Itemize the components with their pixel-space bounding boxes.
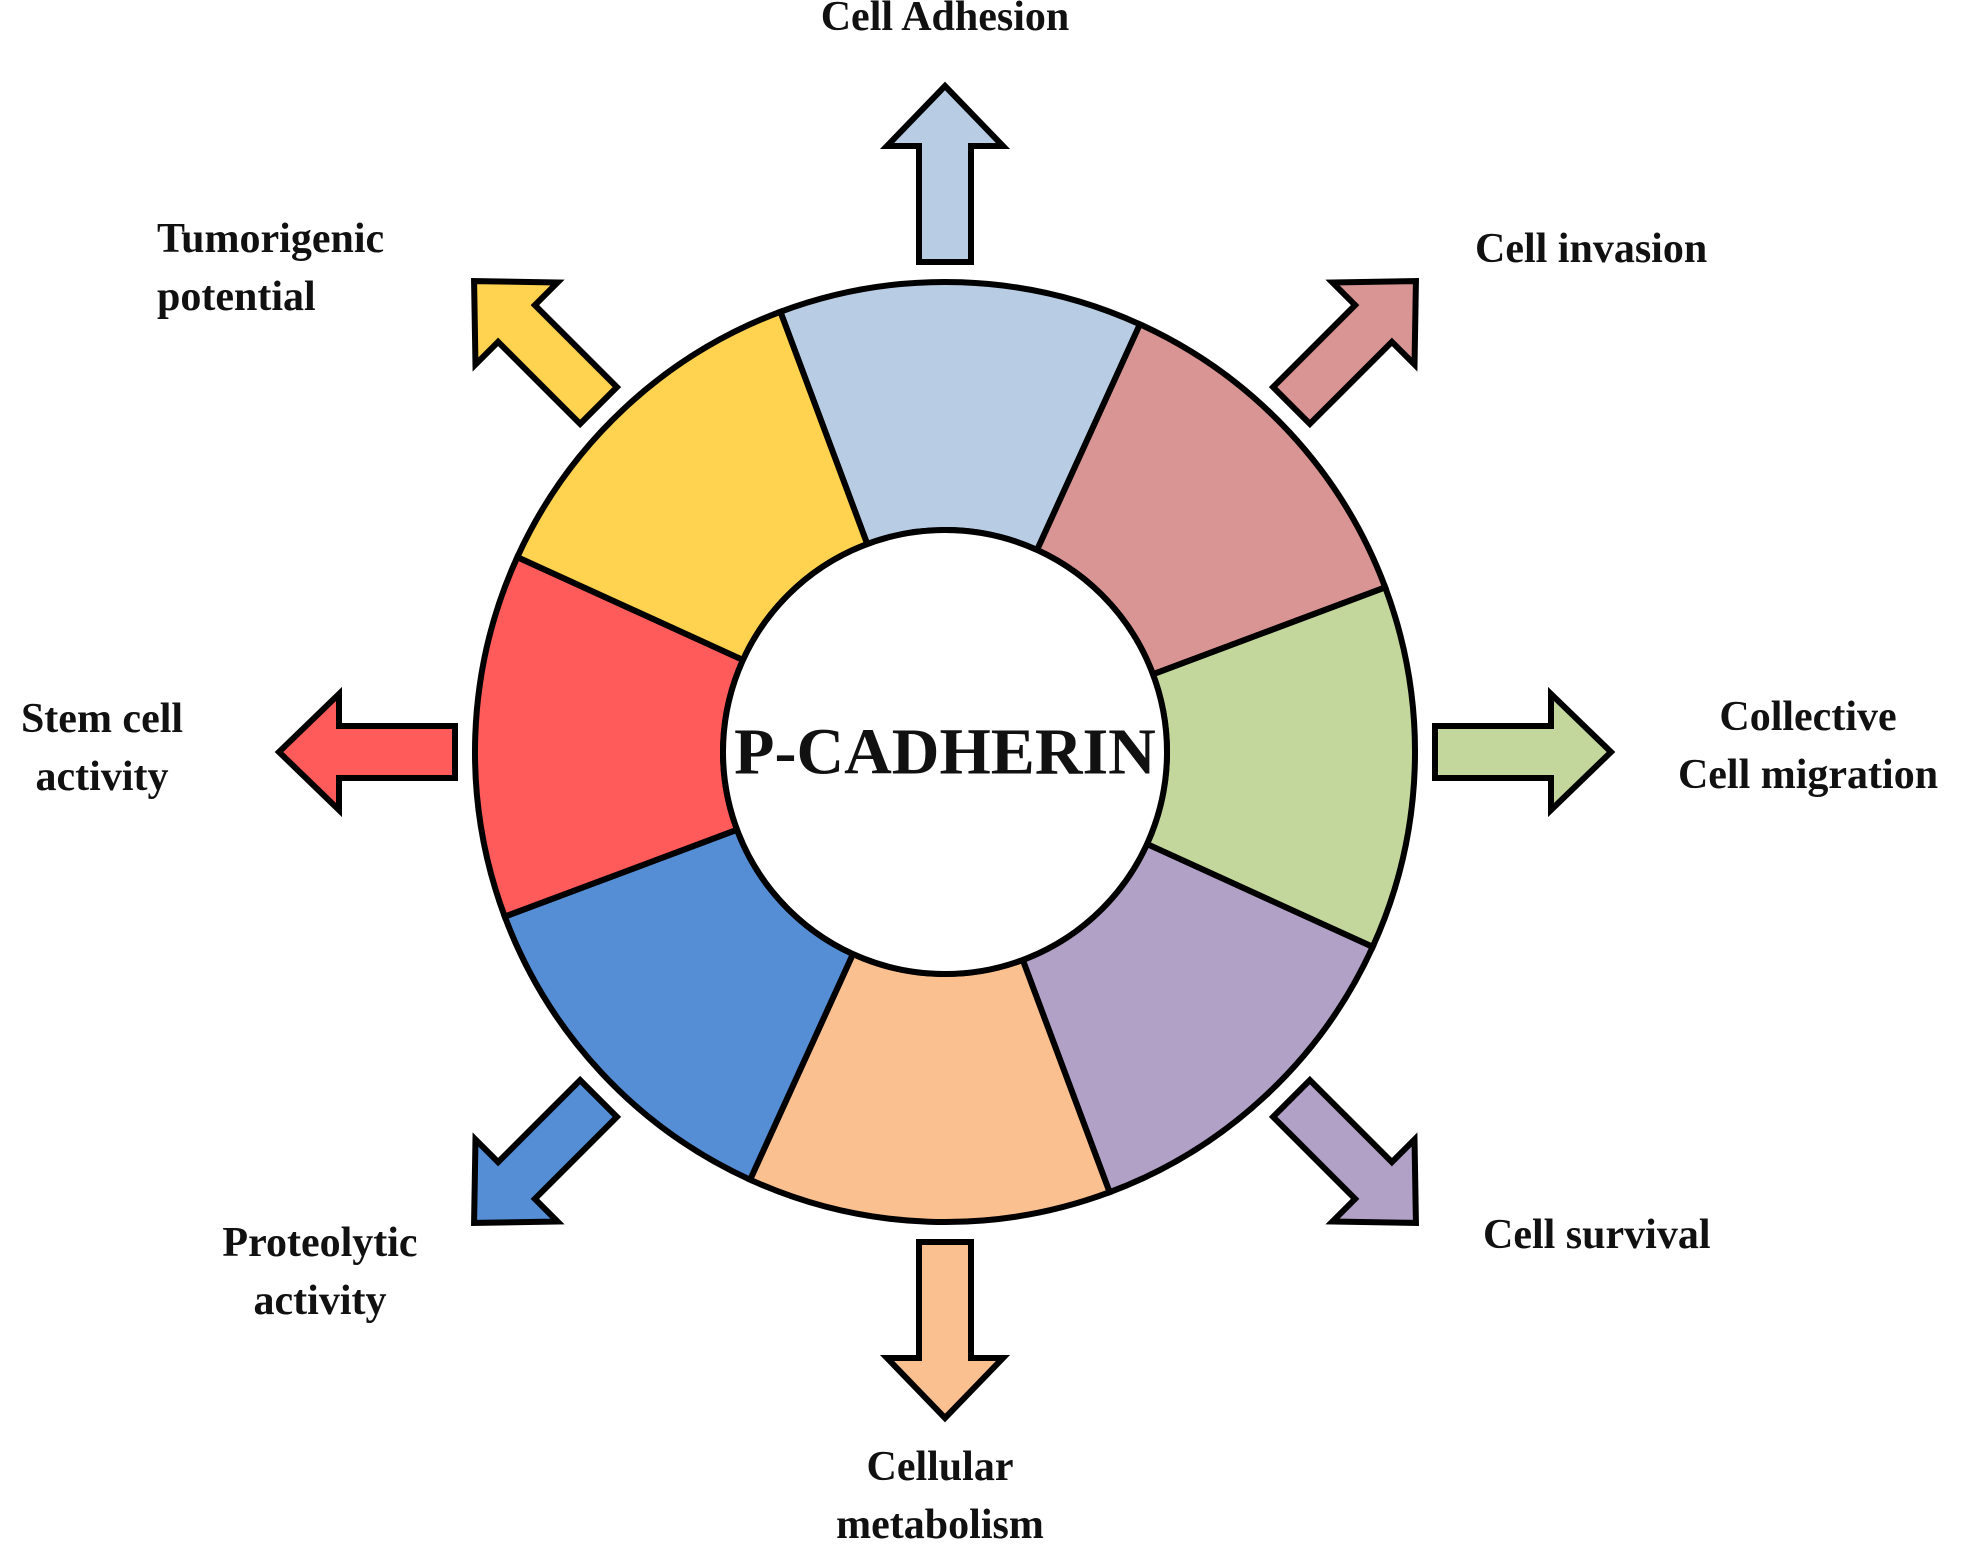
label-line: Cell invasion bbox=[1475, 226, 1707, 272]
label-cell-adhesion: Cell Adhesion bbox=[821, 0, 1070, 40]
label-cell-survival: Cell survival bbox=[1483, 1212, 1711, 1258]
arrow-collective-cell-migration bbox=[1432, 686, 1616, 818]
label-line: Cell Adhesion bbox=[821, 0, 1070, 40]
arrow-stem-cell-activity bbox=[274, 686, 458, 818]
function-arrows bbox=[274, 81, 1616, 1423]
center-label: P-CADHERIN bbox=[734, 716, 1156, 789]
arrow-cell-adhesion bbox=[879, 81, 1011, 265]
label-line: potential bbox=[157, 274, 316, 320]
label-line: activity bbox=[36, 754, 169, 800]
label-line: Cell migration bbox=[1678, 752, 1938, 798]
center-circle bbox=[720, 527, 1170, 977]
label-line: Proteolytic bbox=[222, 1220, 417, 1266]
arrow-proteolytic-activity bbox=[471, 1075, 622, 1226]
label-line: Stem cell bbox=[21, 696, 183, 742]
arrow-cell-survival bbox=[1268, 1075, 1419, 1226]
label-line: metabolism bbox=[836, 1502, 1044, 1548]
label-cell-invasion: Cell invasion bbox=[1475, 226, 1707, 272]
label-stem-cell-activity: Stem cell activity bbox=[21, 696, 183, 800]
label-cellular-metabolism: Cellular metabolism bbox=[836, 1444, 1044, 1548]
arrow-tumorigenic-potential bbox=[471, 278, 622, 429]
label-line: Tumorigenic bbox=[157, 216, 384, 262]
label-line: Collective bbox=[1719, 694, 1896, 740]
label-line: Cellular bbox=[867, 1444, 1014, 1490]
label-line: activity bbox=[254, 1278, 387, 1324]
arrow-cell-invasion bbox=[1268, 278, 1419, 429]
label-line: Cell survival bbox=[1483, 1212, 1711, 1258]
label-proteolytic-activity: Proteolytic activity bbox=[222, 1220, 417, 1324]
label-tumorigenic-potential: Tumorigenic potential bbox=[157, 216, 384, 320]
arrow-cellular-metabolism bbox=[879, 1239, 1011, 1423]
